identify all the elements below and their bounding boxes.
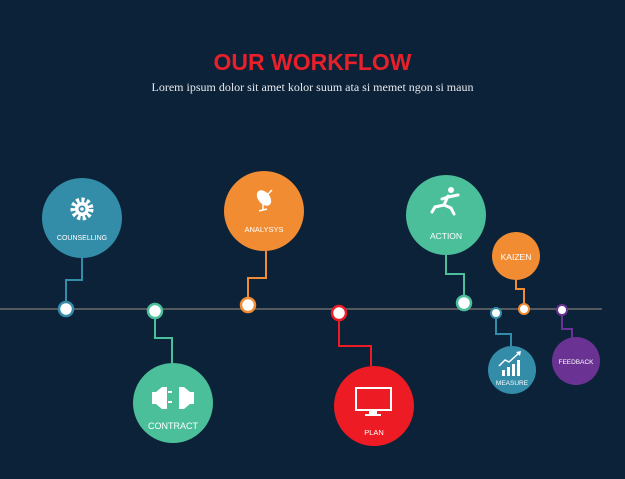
page-title: OUR WORKFLOW [213,49,412,75]
step-label: CONTRACT [148,421,198,431]
timeline-node[interactable] [490,307,502,319]
step-label: ACTION [430,231,462,241]
step-circle [42,178,122,258]
step-circle [133,363,213,443]
step-label: ANALYSYS [244,225,283,234]
connector [495,318,512,346]
page-subtitle: Lorem ipsum dolor sit amet kolor suum at… [151,80,474,94]
step-circle [552,337,600,385]
timeline-node[interactable] [57,300,75,318]
step-label: FEEDBACK [558,359,594,366]
growth-chart-icon [498,351,521,376]
step-circle [406,175,486,255]
timeline-node[interactable] [455,294,473,312]
timeline-node[interactable] [556,304,568,316]
step-label: PLAN [364,428,384,437]
satellite-dish-icon [256,189,273,212]
timeline-node[interactable] [146,302,164,320]
step-analysys[interactable]: ANALYSYS [224,171,304,314]
timeline-node[interactable] [330,304,348,322]
step-circle [224,171,304,251]
step-label: MEASURE [496,380,529,387]
plug-icon [152,387,194,409]
step-contract[interactable]: CONTRACT [133,302,213,443]
timeline-node[interactable] [239,296,257,314]
gear-icon [70,197,94,221]
step-plan[interactable]: PLAN [330,304,414,446]
connector [515,280,525,304]
step-circle [334,366,414,446]
connector [154,318,173,363]
connector [561,315,573,338]
connector [247,251,267,298]
step-feedback[interactable]: FEEDBACK [552,304,600,385]
step-action[interactable]: ACTION [406,175,486,312]
step-measure[interactable]: MEASURE [488,307,536,394]
step-counselling[interactable]: COUNSELLING [42,178,122,318]
step-label: COUNSELLING [57,235,107,242]
connector [65,258,83,302]
monitor-icon [355,387,392,416]
step-circle [492,232,540,280]
running-man-icon [430,187,460,216]
connector [445,255,465,296]
timeline-node[interactable] [518,303,530,315]
connector [338,320,372,366]
step-kaizen[interactable]: KAIZEN [492,232,540,315]
step-label: KAIZEN [501,252,532,262]
